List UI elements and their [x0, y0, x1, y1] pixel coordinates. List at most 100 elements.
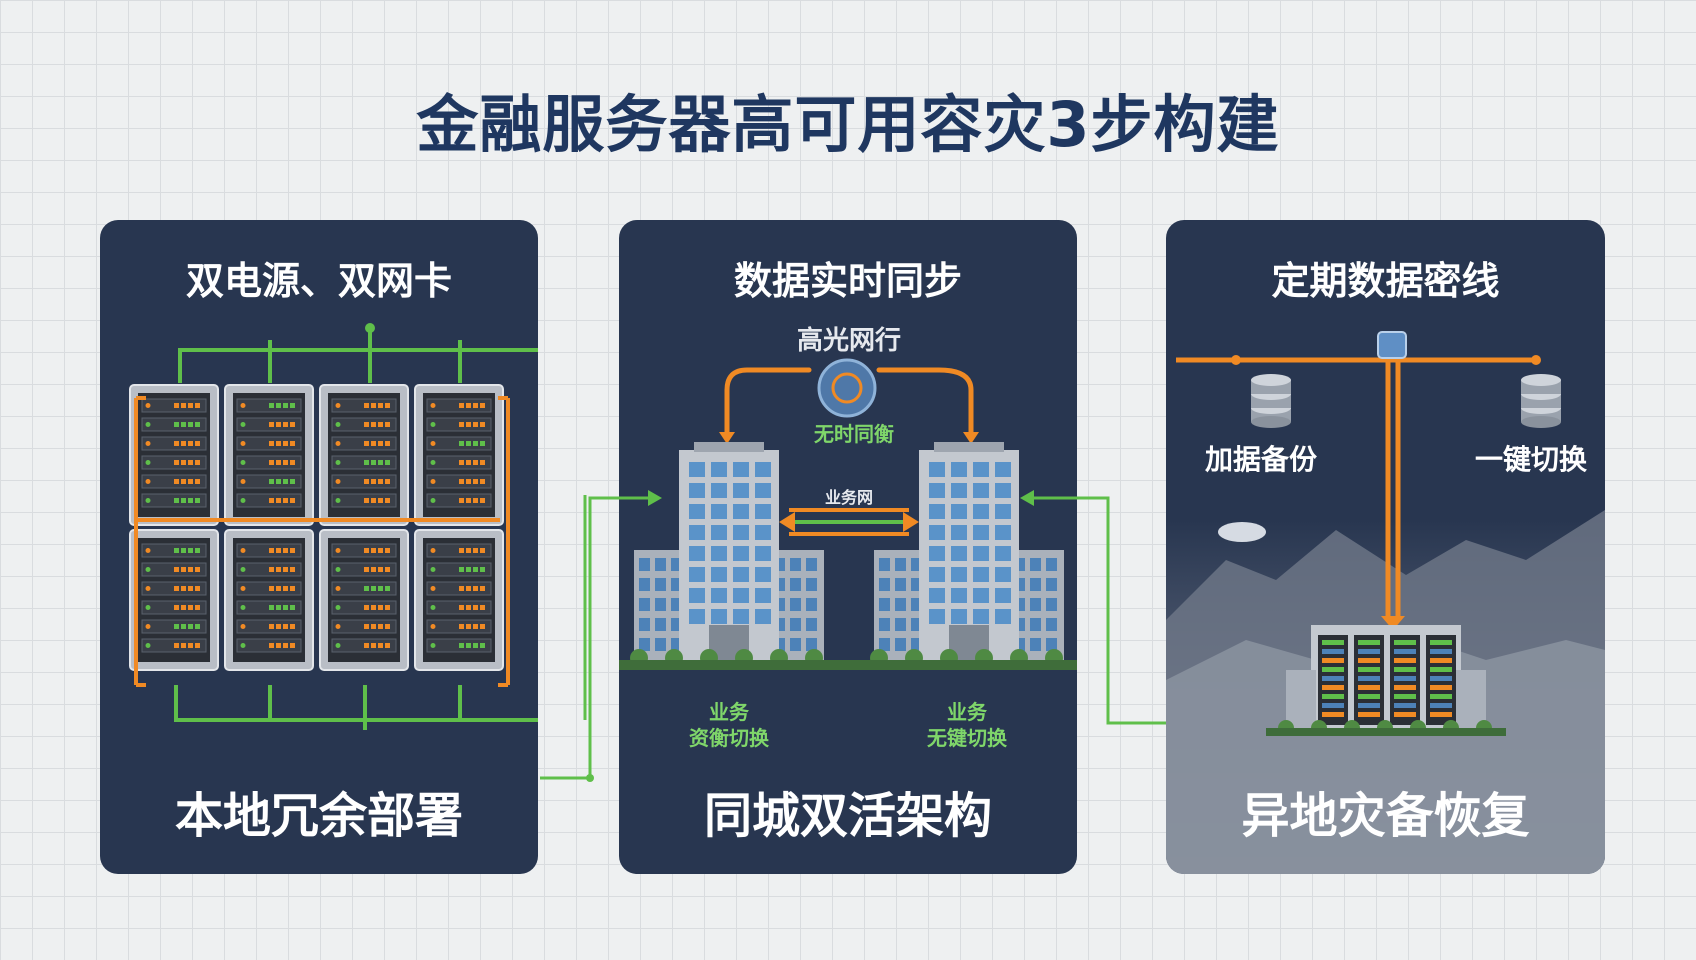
window	[806, 638, 817, 651]
window	[1030, 618, 1041, 631]
status-led	[430, 624, 436, 629]
window	[951, 567, 967, 582]
window	[639, 638, 650, 651]
window	[929, 483, 945, 498]
status-led	[188, 586, 193, 591]
window	[929, 546, 945, 561]
window	[1030, 638, 1041, 651]
status-led	[364, 605, 369, 610]
status-led	[480, 586, 485, 591]
window	[655, 638, 666, 651]
server-rack	[129, 529, 219, 671]
status-led	[1358, 658, 1380, 663]
remote-recovery-illustration	[1166, 331, 1605, 874]
status-led	[269, 441, 274, 446]
server-rack	[319, 529, 409, 671]
backup-database-icon	[1251, 374, 1291, 428]
window	[689, 525, 705, 540]
status-led	[1322, 667, 1344, 672]
window	[951, 588, 967, 603]
window	[671, 618, 682, 631]
status-led	[480, 441, 485, 446]
status-led	[195, 548, 200, 553]
status-led	[459, 479, 464, 484]
status-led	[459, 441, 464, 446]
window	[755, 483, 771, 498]
status-led	[290, 624, 295, 629]
status-led	[276, 441, 281, 446]
window	[655, 558, 666, 571]
status-led	[430, 460, 436, 465]
panel-subtitle: 双电源、双网卡	[185, 259, 452, 303]
status-led	[466, 567, 471, 572]
status-led	[188, 643, 193, 648]
window	[790, 618, 801, 631]
status-led	[188, 624, 193, 629]
window	[733, 546, 749, 561]
window	[774, 618, 785, 631]
server-rack	[129, 384, 219, 526]
window	[655, 618, 666, 631]
status-led	[269, 479, 274, 484]
status-led	[335, 403, 341, 408]
status-led	[283, 605, 288, 610]
status-led	[1322, 658, 1344, 663]
status-led	[364, 567, 369, 572]
window	[951, 483, 967, 498]
status-led	[459, 460, 464, 465]
window	[1030, 558, 1041, 571]
status-led	[466, 422, 471, 427]
status-led	[430, 567, 436, 572]
status-led	[459, 498, 464, 503]
status-led	[145, 643, 151, 648]
window	[806, 598, 817, 611]
status-led	[145, 586, 151, 591]
status-led	[430, 479, 436, 484]
window	[1014, 578, 1025, 591]
network-label: 高光网行	[796, 326, 901, 356]
status-led	[290, 479, 295, 484]
status-led	[240, 605, 246, 610]
status-led	[269, 586, 274, 591]
status-led	[145, 403, 151, 408]
status-led	[240, 403, 246, 408]
window	[711, 462, 727, 477]
window	[879, 598, 890, 611]
status-led	[1322, 640, 1344, 645]
status-led	[335, 548, 341, 553]
window	[929, 462, 945, 477]
window	[689, 588, 705, 603]
status-led	[145, 548, 151, 553]
window	[895, 638, 906, 651]
status-led	[276, 498, 281, 503]
status-led	[473, 403, 478, 408]
status-led	[480, 548, 485, 553]
status-led	[473, 460, 478, 465]
window	[790, 638, 801, 651]
status-led	[145, 624, 151, 629]
datacenter-building-a	[630, 442, 824, 667]
switchover-db-label: 一键切换	[1474, 443, 1587, 476]
window	[655, 578, 666, 591]
status-led	[466, 498, 471, 503]
window	[1030, 578, 1041, 591]
status-led	[269, 605, 274, 610]
status-led	[378, 422, 383, 427]
status-led	[174, 548, 179, 553]
status-led	[335, 498, 341, 503]
status-led	[276, 624, 281, 629]
status-led	[188, 567, 193, 572]
switchover-database-icon	[1521, 374, 1561, 428]
status-led	[364, 643, 369, 648]
window	[1030, 598, 1041, 611]
status-led	[385, 624, 390, 629]
status-led	[378, 479, 383, 484]
status-led	[276, 605, 281, 610]
status-led	[188, 460, 193, 465]
window	[711, 546, 727, 561]
status-led	[195, 403, 200, 408]
status-led	[385, 403, 390, 408]
status-led	[283, 624, 288, 629]
status-led	[364, 441, 369, 446]
status-led	[480, 498, 485, 503]
